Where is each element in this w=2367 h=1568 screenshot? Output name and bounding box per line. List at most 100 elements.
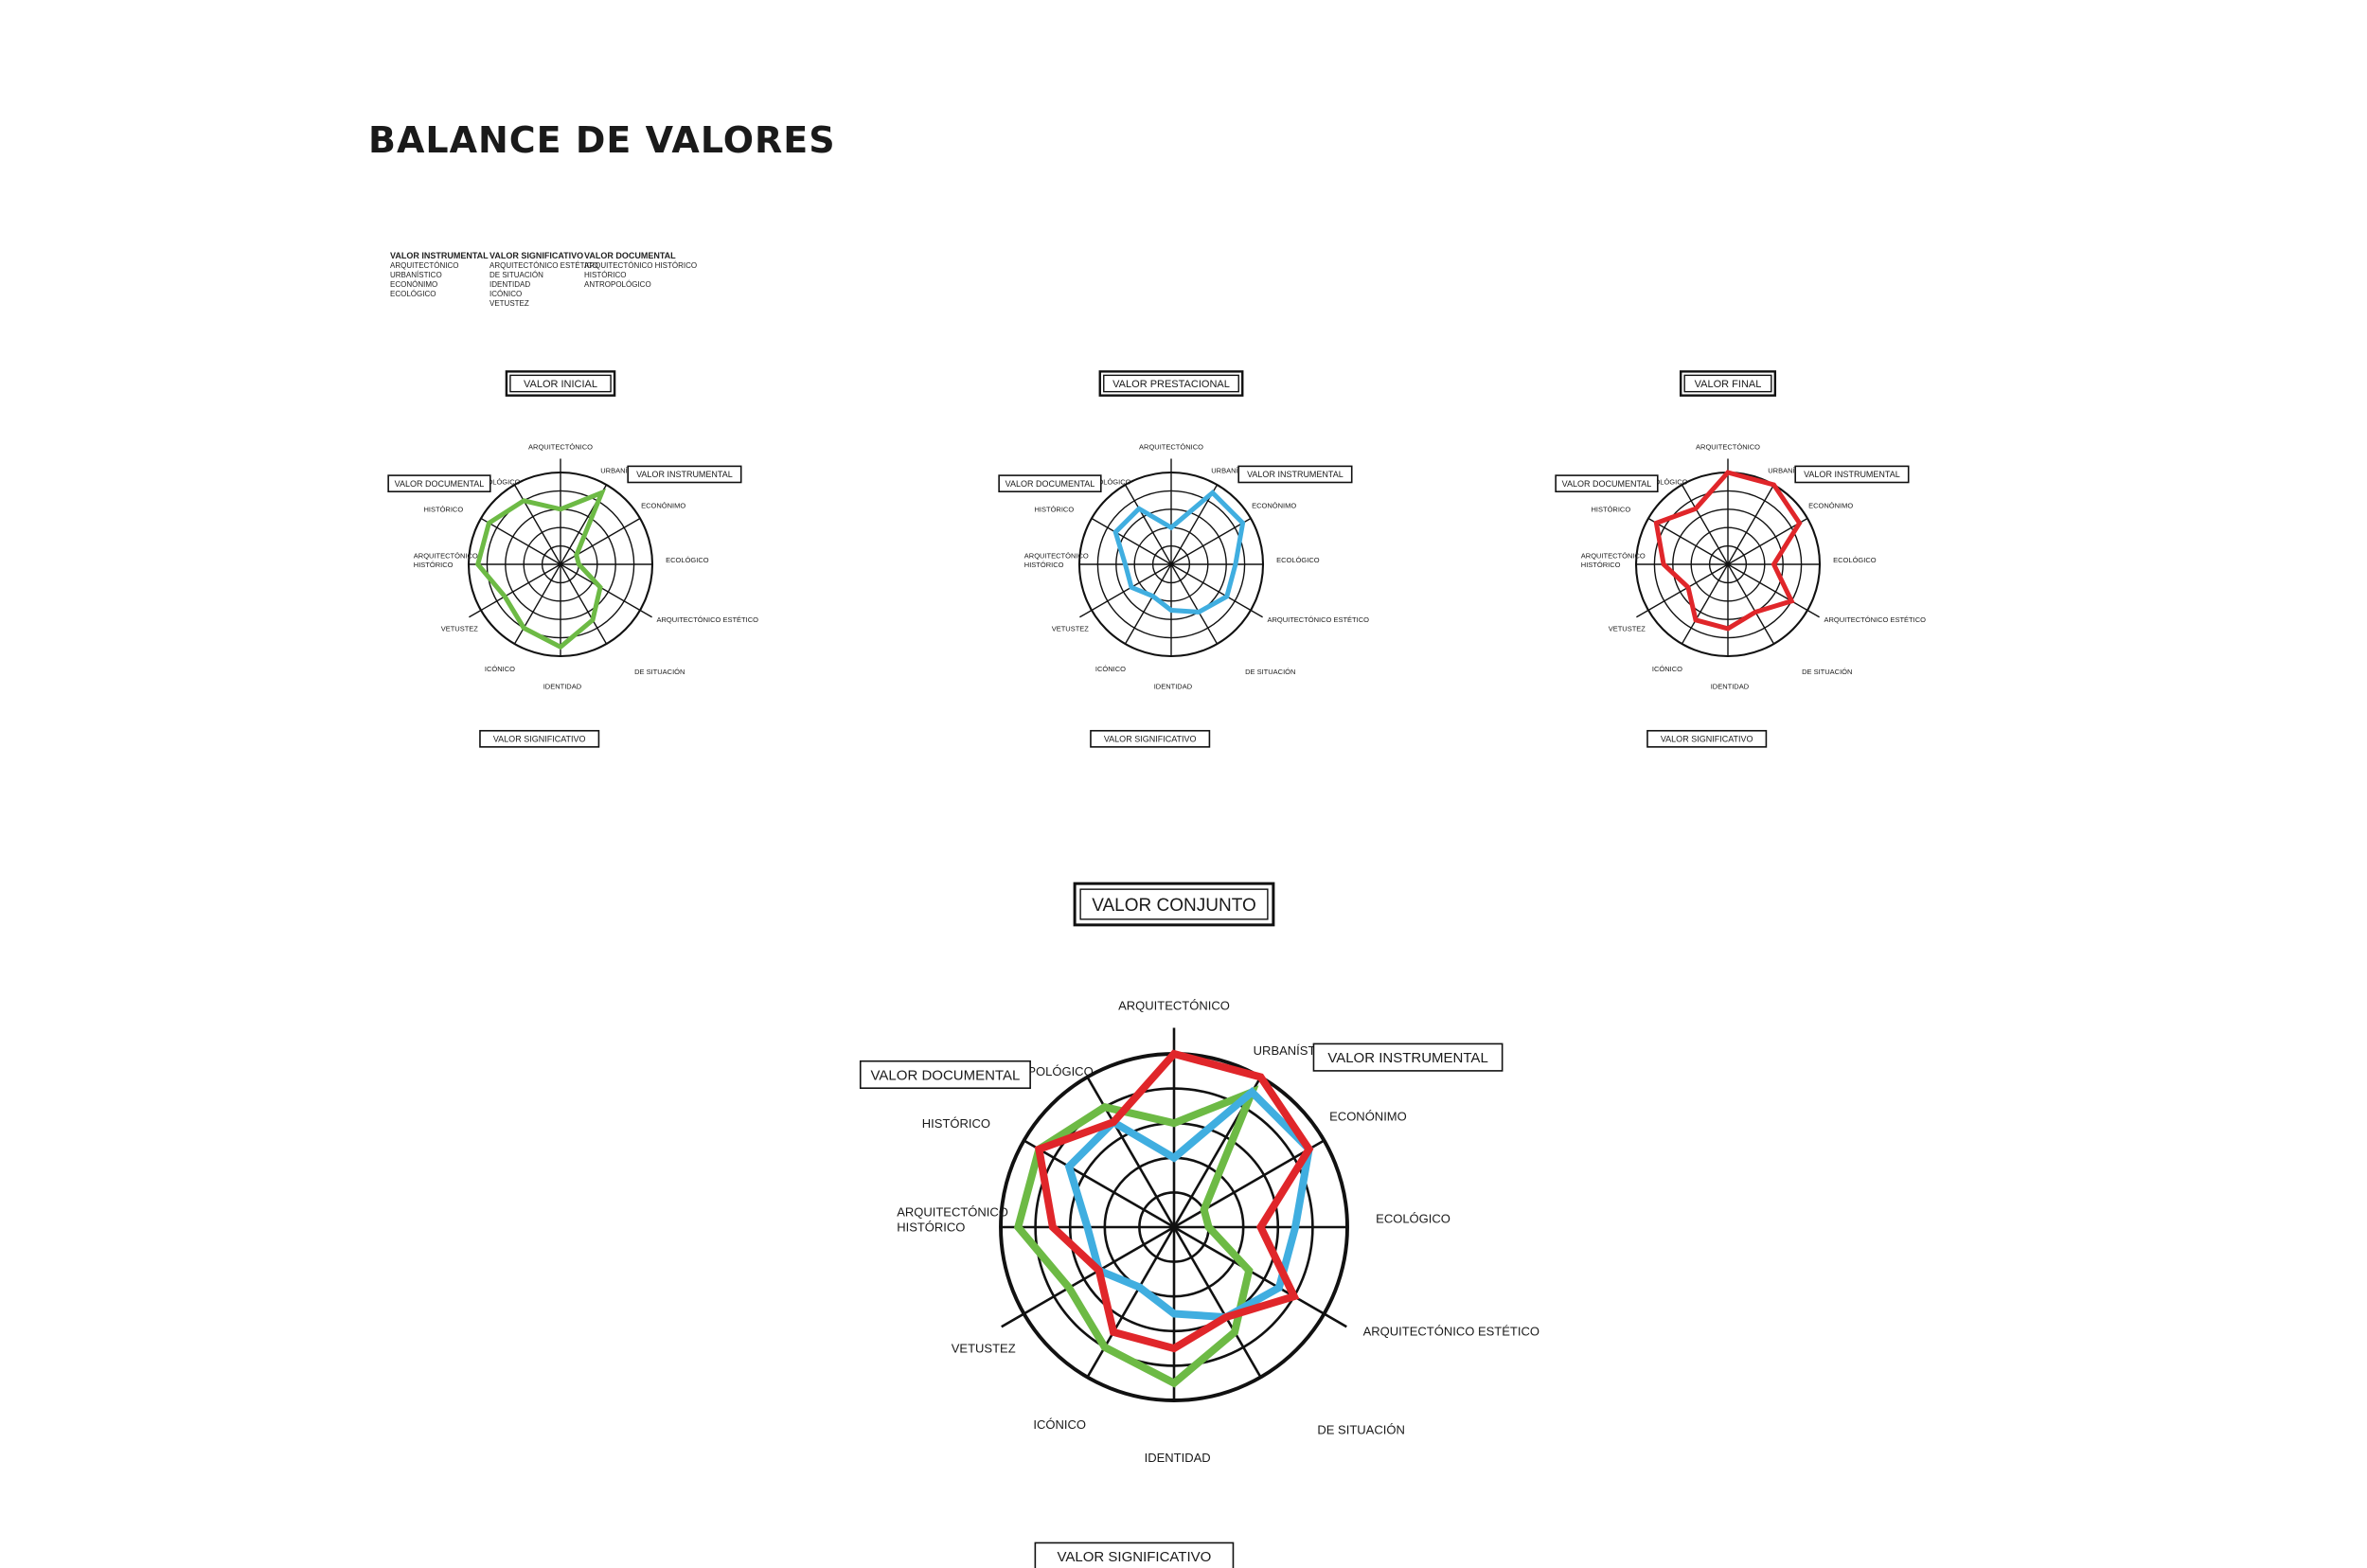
axis-label: HISTÓRICO [1035, 505, 1075, 513]
axis-label: VETUSTEZ [441, 625, 479, 633]
axis-spoke [1170, 563, 1219, 645]
group-label-significativo-frame [1034, 1541, 1235, 1568]
axis-label: ARQUITECTÓNICO ESTÉTICO [1267, 615, 1369, 624]
axis-spoke [1124, 563, 1172, 645]
group-label-significativo-text: VALOR SIGNIFICATIVO [1661, 735, 1753, 744]
legend-significativo: VALOR SIGNIFICATIVO ARQUITECTÓNICO ESTÉT… [489, 251, 598, 309]
group-label-significativo-frame [1090, 729, 1211, 748]
legend-item: ARQUITECTÓNICO ESTÉTICO [489, 261, 598, 270]
axis-spoke [1681, 484, 1729, 565]
axis-label: ARQUITECTÓNICO ESTÉTICO [656, 615, 758, 624]
axis-spoke [1727, 563, 1775, 645]
radar-series [474, 488, 607, 650]
axis-label: ARQUITECTÓNICO ESTÉTICO [1363, 1324, 1539, 1338]
legend-header: VALOR INSTRUMENTAL [390, 251, 489, 260]
group-label-significativo-text: VALOR SIGNIFICATIVO [1058, 1549, 1212, 1565]
legend-instrumental: VALOR INSTRUMENTAL ARQUITECTÓNICO URBANÍ… [390, 251, 489, 299]
chart-title-inner-frame [509, 374, 612, 393]
axis-spoke [1086, 1076, 1176, 1228]
axis-label: DE SITUACIÓN [634, 668, 685, 676]
axis-label: HISTÓRICO [414, 561, 454, 569]
axis-label: HISTÓRICO [897, 1221, 965, 1235]
group-label-documental-text: VALOR DOCUMENTAL [1006, 479, 1095, 489]
legend-item: VETUSTEZ [489, 299, 529, 308]
radar-series [1034, 1049, 1314, 1353]
axis-label: URBANÍSTICO [600, 467, 649, 475]
axis-spoke [480, 517, 561, 565]
group-label-instrumental-frame [1312, 1042, 1504, 1072]
legend-item: DE SITUACIÓN [489, 271, 543, 279]
legend-header: VALOR SIGNIFICATIVO [489, 251, 584, 260]
axis-spoke [1173, 1225, 1347, 1328]
axis-label: ARQUITECTÓNICO ESTÉTICO [1824, 615, 1926, 624]
axis-label: ARQUITECTÓNICO [528, 442, 593, 451]
axis-label: HISTÓRICO [1581, 561, 1621, 569]
axis-label: URBANÍSTICO [1768, 467, 1816, 475]
axis-label: ECONÓNIMO [1329, 1109, 1407, 1123]
group-label-instrumental-text: VALOR INSTRUMENTAL [636, 470, 733, 479]
axis-label: ARQUITECTÓNICO [1139, 442, 1203, 451]
legend-item: IDENTIDAD [489, 280, 531, 289]
axis-label: ARQUITECTÓNICO [1118, 998, 1230, 1012]
axis-label: ICÓNICO [1033, 1417, 1086, 1432]
chart-title-text: VALOR CONJUNTO [1092, 896, 1256, 916]
radar-series [1653, 470, 1803, 632]
chart-title: VALOR INICIAL [505, 370, 616, 397]
axis-label: ICÓNICO [485, 665, 515, 673]
chart-title-text: VALOR INICIAL [524, 379, 597, 390]
axis-label: IDENTIDAD [1154, 683, 1193, 691]
axis-spoke [560, 563, 652, 618]
axis-spoke [1170, 563, 1263, 618]
legend-item: ECONÓNIMO [390, 280, 438, 289]
group-label-instrumental-frame [1794, 465, 1910, 484]
legend-item: ICÓNICO [489, 290, 523, 298]
axis-label: VETUSTEZ [1052, 625, 1090, 633]
axis-label: ECOLÓGICO [1376, 1211, 1450, 1225]
group-label-documental: VALOR DOCUMENTAL [1555, 474, 1659, 492]
group-label-significativo: VALOR SIGNIFICATIVO [1090, 729, 1211, 748]
axis-label: HISTÓRICO [424, 505, 464, 513]
axis-spoke [1647, 517, 1729, 565]
legend-item: URBANÍSTICO [390, 271, 442, 279]
axis-spoke [1681, 563, 1729, 645]
axis-label: ARQUITECTÓNICO [414, 552, 478, 561]
axis-spoke [1124, 484, 1172, 565]
group-label-documental: VALOR DOCUMENTAL [998, 474, 1102, 492]
axis-label: HISTÓRICO [922, 1116, 990, 1131]
axis-spoke [469, 563, 561, 618]
axis-label: ARQUITECTÓNICO [1696, 442, 1760, 451]
axis-spoke [560, 563, 608, 645]
axis-spoke [560, 517, 641, 565]
group-label-documental-text: VALOR DOCUMENTAL [1562, 479, 1652, 489]
axis-spoke [1727, 517, 1808, 565]
group-label-instrumental-text: VALOR INSTRUMENTAL [1804, 470, 1900, 479]
radar-chart-4: VALOR CONJUNTOARQUITECTÓNICOURBANÍSTICOE… [859, 882, 1539, 1568]
group-label-documental-frame [859, 1060, 1031, 1090]
axis-spoke [1023, 1139, 1175, 1229]
legend-item: ARQUITECTÓNICO [390, 261, 459, 270]
radar-series [1112, 490, 1246, 615]
radar-chart-2: VALOR PRESTACIONALARQUITECTÓNICOURBANÍST… [998, 370, 1369, 748]
group-label-instrumental: VALOR INSTRUMENTAL [1312, 1042, 1504, 1072]
group-label-documental-frame [387, 474, 491, 492]
radar-chart-1: VALOR INICIAL ARQUITECTÓNICO URBANÍSTICO EC… [387, 370, 758, 748]
group-label-documental-text: VALOR DOCUMENTAL [871, 1067, 1021, 1083]
group-label-significativo: VALOR SIGNIFICATIVO [479, 729, 600, 748]
axis-label: ECOLÓGICO [1833, 556, 1877, 564]
group-label-significativo-frame [479, 729, 600, 748]
axis-spoke [513, 563, 561, 645]
axis-spoke [1001, 1225, 1175, 1328]
legend-header: VALOR DOCUMENTAL [584, 251, 676, 260]
axis-label: IDENTIDAD [1711, 683, 1750, 691]
chart-title-inner-frame [1103, 374, 1239, 393]
axis-label: VETUSTEZ [952, 1342, 1016, 1356]
group-label-documental-text: VALOR DOCUMENTAL [395, 479, 485, 489]
chart-title-text: VALOR FINAL [1695, 379, 1762, 390]
axis-spoke [1086, 1226, 1176, 1379]
axis-label: ECONÓNIMO [641, 502, 685, 510]
group-label-significativo-text: VALOR SIGNIFICATIVO [1104, 735, 1197, 744]
chart-title-inner-frame [1683, 374, 1772, 393]
group-label-significativo-frame [1646, 729, 1768, 748]
group-label-instrumental: VALOR INSTRUMENTAL [1237, 465, 1353, 484]
